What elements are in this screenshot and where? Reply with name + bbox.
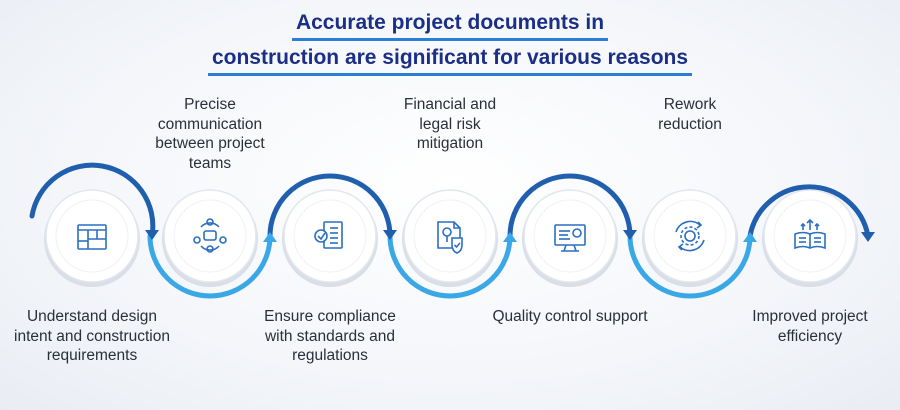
arc-2 (147, 233, 273, 299)
arc-3 (267, 173, 393, 239)
book-growth-icon (794, 218, 826, 250)
arc-7 (747, 184, 871, 239)
arc-1 (29, 162, 156, 239)
step-node-5 (522, 189, 618, 287)
step-node-1 (44, 189, 140, 287)
arrowhead-4 (503, 232, 517, 242)
shield-document-icon (437, 221, 463, 254)
arc-5 (507, 173, 633, 239)
step-node-2 (162, 189, 258, 287)
arrowhead-6 (743, 232, 757, 242)
step-label-1: Understand design intent and constructio… (14, 308, 170, 364)
arrowhead-1 (145, 230, 159, 240)
step-label-3: Ensure compliance with standards and reg… (264, 308, 396, 364)
arrowhead-3 (383, 230, 397, 240)
step-node-6 (642, 189, 738, 287)
blueprint-icon (77, 224, 107, 250)
team-communication-icon (193, 218, 227, 253)
step-label-6: Rework reduction (658, 96, 722, 133)
flow-arcs (29, 162, 871, 299)
step-label-2: Precise communication between project te… (155, 96, 265, 172)
compliance-document-icon (314, 221, 343, 249)
arrowhead-7 (861, 232, 875, 242)
arc-6 (627, 233, 753, 299)
step-node-4 (402, 189, 498, 287)
title-line-2: construction are significant for various… (0, 45, 900, 76)
title-line-1: Accurate project documents in (0, 10, 900, 41)
arrowhead-2 (263, 232, 277, 242)
step-label-5: Quality control support (492, 308, 648, 325)
arc-arrowheads (145, 230, 875, 242)
arrowhead-5 (623, 230, 637, 240)
step-label-7: Improved project efficiency (752, 308, 868, 345)
step-node-7 (762, 189, 858, 287)
monitor-badge-icon (554, 224, 586, 252)
gear-cycle-icon (675, 220, 705, 252)
arc-4 (387, 233, 513, 299)
step-node-3 (282, 189, 378, 287)
step-label-4: Financial and legal risk mitigation (403, 96, 497, 152)
